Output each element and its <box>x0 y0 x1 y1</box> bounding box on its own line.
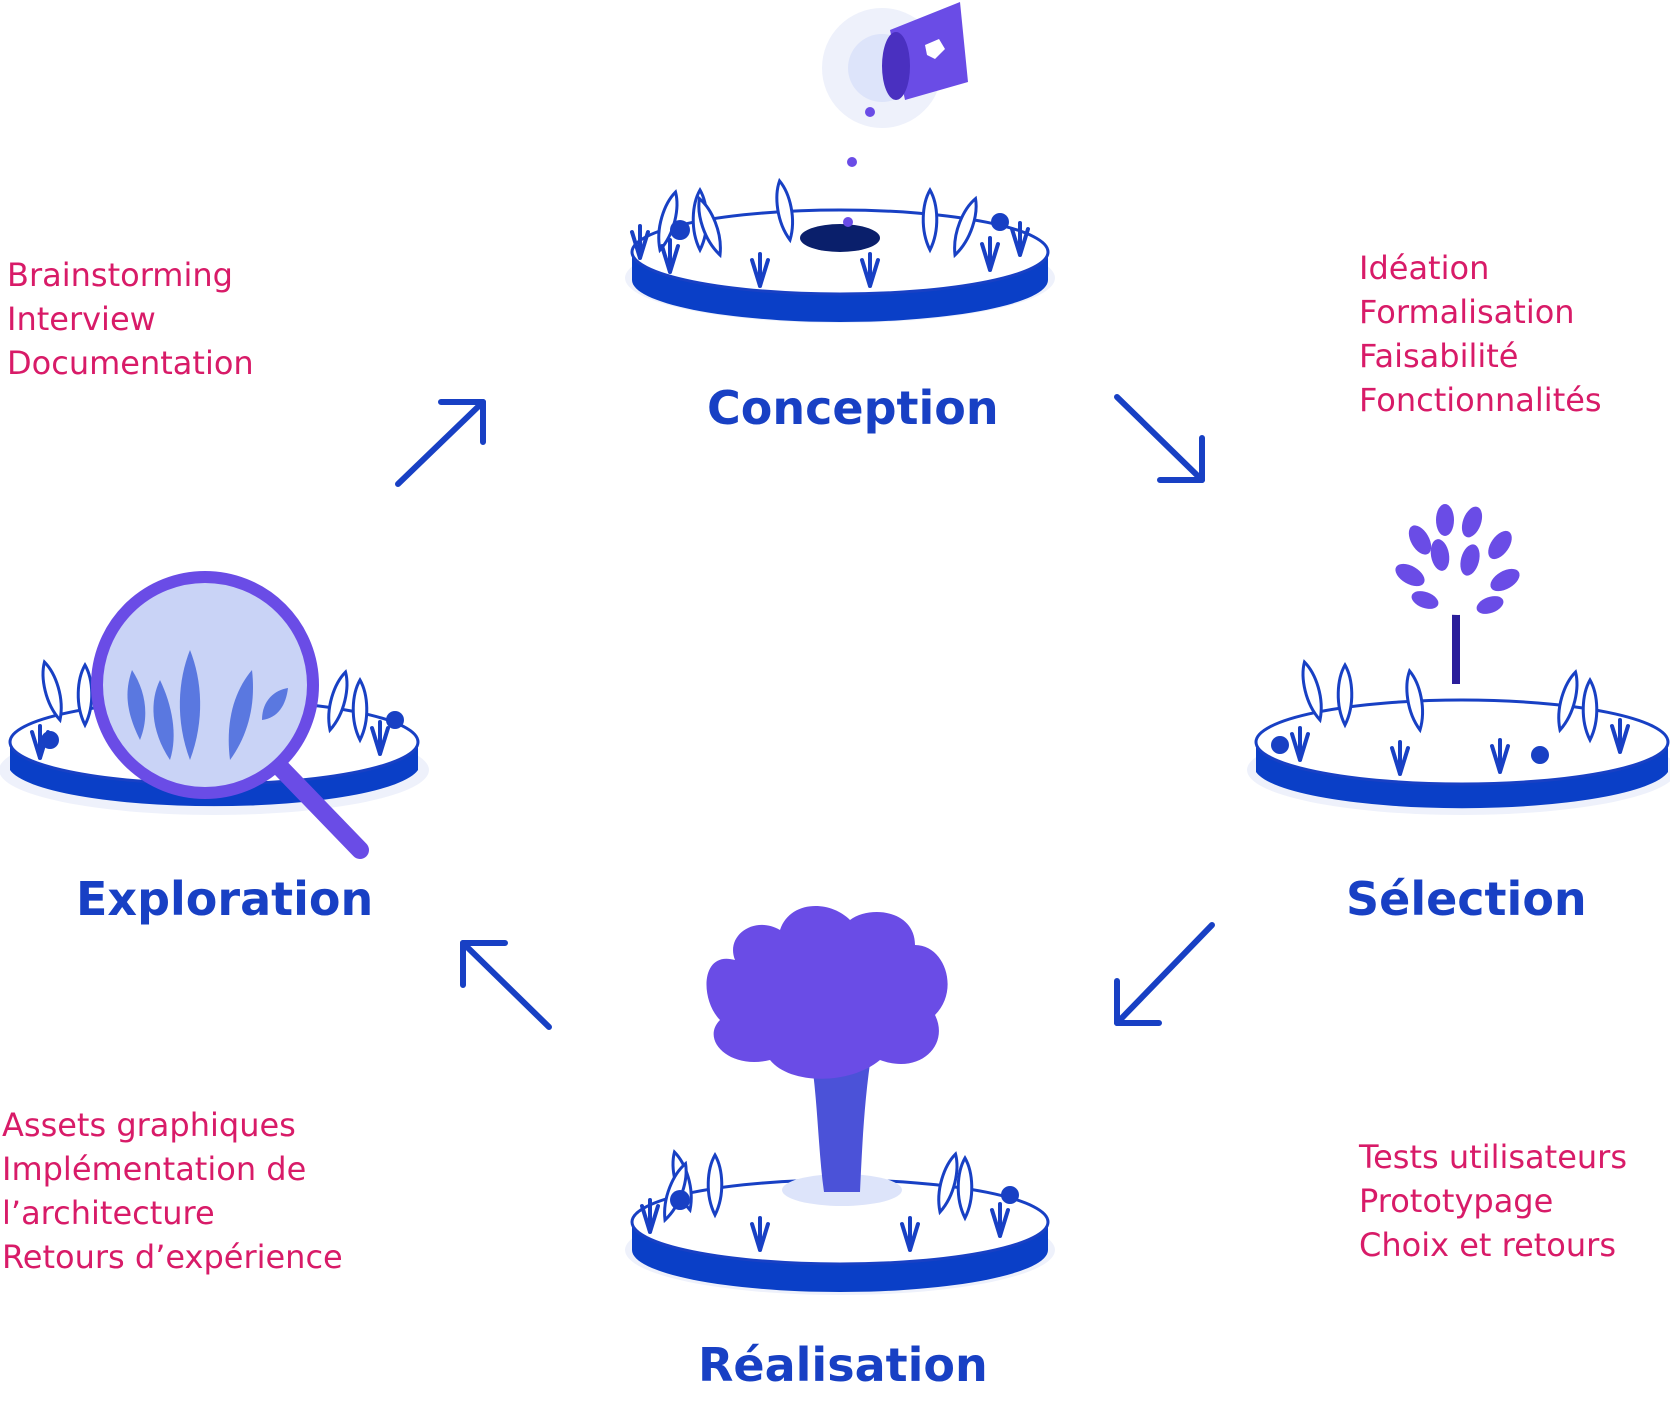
arrow-conception-to-selection-icon <box>1114 394 1205 483</box>
realisation-activities-list: Assets graphiques Implémentation de l’ar… <box>2 1103 343 1279</box>
realisation-title: Réalisation <box>698 1338 988 1392</box>
sapling-icon <box>1388 504 1528 684</box>
list-item: Brainstorming <box>7 256 233 294</box>
conception-platform <box>625 178 1055 323</box>
watering-can-icon <box>822 2 968 227</box>
list-item: Implémentation de <box>2 1150 307 1188</box>
list-item: Choix et retours <box>1359 1226 1616 1264</box>
list-item: l’architecture <box>2 1194 215 1232</box>
realisation-platform <box>625 1148 1055 1295</box>
selection-title: Sélection <box>1346 872 1587 926</box>
conception-activities-list: Idéation Formalisation Faisabilité Fonct… <box>1359 246 1602 422</box>
selection-platform <box>1247 658 1670 815</box>
list-item: Documentation <box>7 344 254 382</box>
selection-activities-list: Tests utilisateurs Prototypage Choix et … <box>1359 1135 1627 1267</box>
list-item: Assets graphiques <box>2 1106 296 1144</box>
exploration-activities-list: Brainstorming Interview Documentation <box>7 253 254 385</box>
list-item: Idéation <box>1359 249 1490 287</box>
conception-title: Conception <box>707 381 999 435</box>
tree-icon <box>706 906 948 1192</box>
exploration-title: Exploration <box>76 872 374 926</box>
arrow-realisation-to-exploration-icon <box>460 940 552 1030</box>
list-item: Prototypage <box>1359 1182 1554 1220</box>
arrow-exploration-to-conception-icon <box>395 399 486 487</box>
list-item: Retours d’expérience <box>2 1238 343 1276</box>
list-item: Interview <box>7 300 156 338</box>
magnifier-icon <box>91 571 369 859</box>
list-item: Fonctionnalités <box>1359 381 1602 419</box>
list-item: Formalisation <box>1359 293 1575 331</box>
list-item: Faisabilité <box>1359 337 1519 375</box>
list-item: Tests utilisateurs <box>1359 1138 1627 1176</box>
arrow-selection-to-realisation-icon <box>1114 922 1215 1026</box>
